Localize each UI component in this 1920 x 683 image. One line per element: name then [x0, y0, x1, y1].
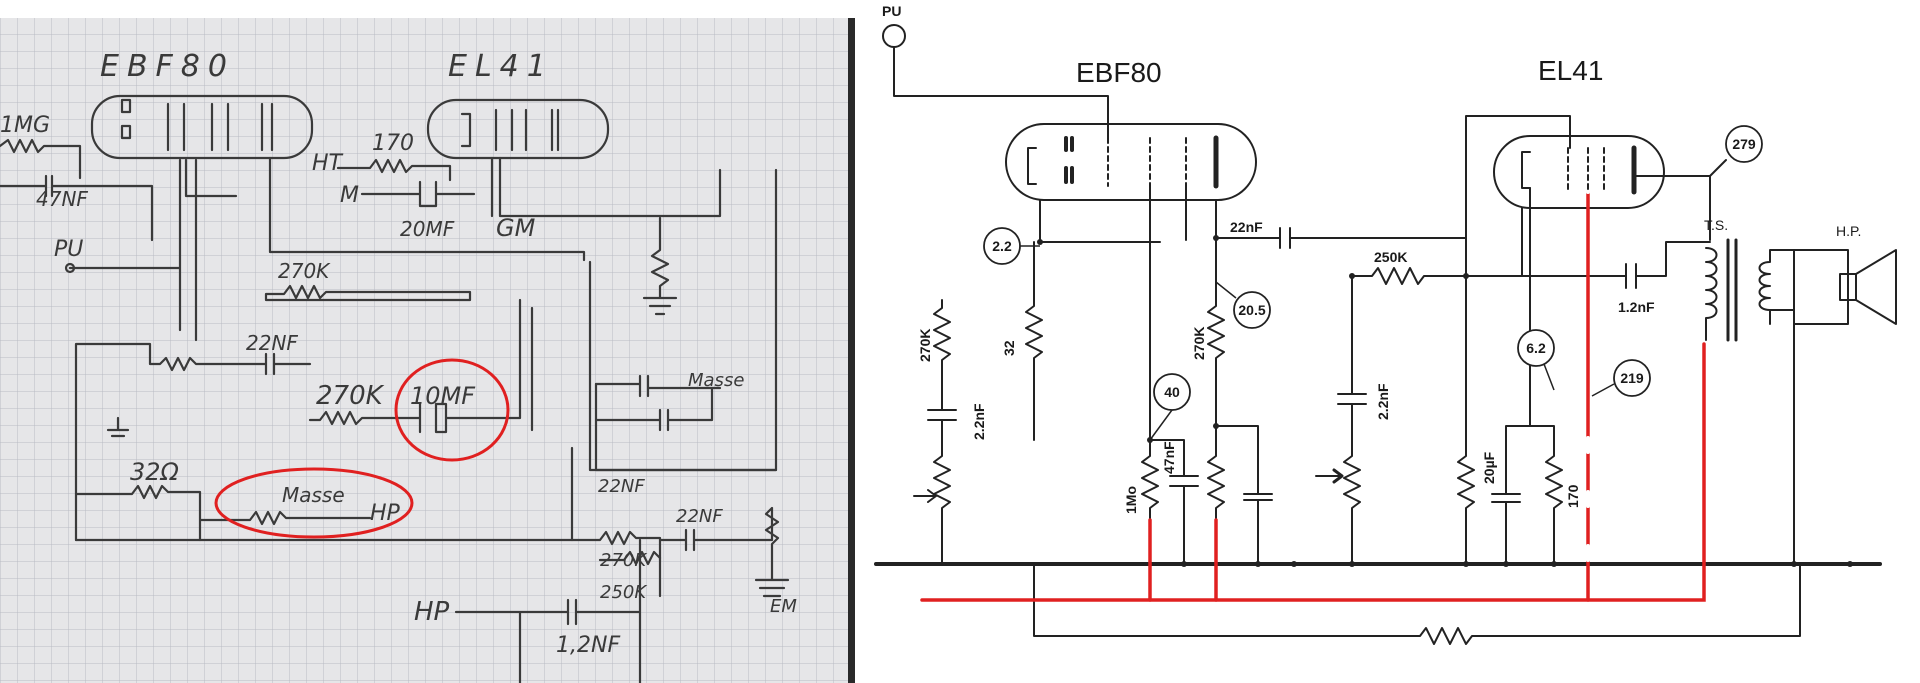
sketch-tube1-envelope	[90, 94, 314, 160]
printed-schematic-panel: PU EBF80 EL41	[874, 3, 1897, 645]
sketch-label-pu: PU	[54, 237, 83, 262]
label-47nf: 47nF	[1161, 441, 1177, 474]
label-1-2nf: 1.2nF	[1618, 299, 1655, 315]
node-6-2: 6.2	[1526, 340, 1546, 356]
sketch-label-em: EM	[770, 596, 797, 617]
schem-label-pu: PU	[882, 3, 901, 19]
schem-tube1-envelope	[1005, 123, 1257, 201]
label-170: 170	[1565, 484, 1581, 508]
hand-sketch-panel: EBF80 EL41 1MG 47NF PU HT M 170 20MF GM …	[0, 0, 855, 683]
node-2-2: 2.2	[992, 238, 1012, 254]
label-2-2nf-mid: 2.2nF	[1375, 383, 1391, 420]
sketch-label-tube1: EBF80	[100, 49, 235, 84]
sketch-label-250k: 250K	[600, 582, 647, 603]
sketch-label-270k-low: 270K	[600, 550, 647, 571]
schem-label-tube2: EL41	[1538, 55, 1603, 86]
label-2-2nf-left: 2.2nF	[971, 403, 987, 440]
label-270k-mid: 270K	[1191, 327, 1207, 360]
sketch-label-tube2: EL41	[448, 49, 554, 84]
sketch-label-ht: HT	[312, 151, 344, 176]
pu-input-terminal	[882, 24, 906, 48]
sketch-label-gm: GM	[496, 214, 536, 242]
sketch-label-270k-mid: 270K	[316, 381, 385, 411]
label-hp: H.P.	[1836, 223, 1861, 239]
sketch-tube2-envelope	[426, 98, 610, 160]
sketch-label-hp-bottom: HP	[414, 597, 450, 627]
sketch-label-masse-bottom: Masse	[282, 483, 345, 507]
schem-label-tube1: EBF80	[1076, 57, 1162, 88]
schem-tube2-envelope	[1493, 135, 1665, 209]
sketch-label-22nf-mid: 22NF	[246, 331, 298, 355]
node-40: 40	[1164, 384, 1180, 400]
label-1mo: 1Mo	[1123, 486, 1139, 514]
node-219: 219	[1620, 370, 1644, 386]
label-32: 32	[1001, 340, 1017, 356]
sketch-label-270k-top: 270K	[278, 259, 331, 283]
label-250k: 250K	[1374, 249, 1407, 265]
red-wire-bottom	[920, 342, 1706, 602]
sketch-label-22nf-right: 22NF	[676, 506, 723, 527]
label-22nf: 22nF	[1230, 219, 1263, 235]
label-270k-left: 270K	[917, 329, 933, 362]
sketch-label-m: M	[340, 183, 359, 208]
sketch-red-circle-10mf	[394, 358, 510, 462]
sketch-label-20mf: 20MF	[400, 217, 455, 241]
sketch-label-masse-right: Masse	[688, 370, 744, 391]
sketch-label-10mf: 10MF	[410, 382, 476, 410]
sketch-label-170: 170	[372, 131, 414, 156]
sketch-label-1mg: 1MG	[0, 113, 50, 138]
node-20-5: 20.5	[1238, 302, 1265, 318]
label-ts: T.S.	[1704, 217, 1728, 233]
sketch-label-hp: HP	[370, 501, 401, 526]
sketch-red-circle-masse	[214, 467, 414, 539]
sketch-label-32: 32Ω	[130, 458, 180, 486]
node-279: 279	[1732, 136, 1756, 152]
sketch-label-47nf: 47NF	[36, 187, 88, 211]
sketch-label-12nf: 1,2NF	[556, 633, 620, 658]
label-20uf: 20µF	[1481, 451, 1497, 484]
sketch-label-22nf-low: 22NF	[598, 476, 645, 497]
